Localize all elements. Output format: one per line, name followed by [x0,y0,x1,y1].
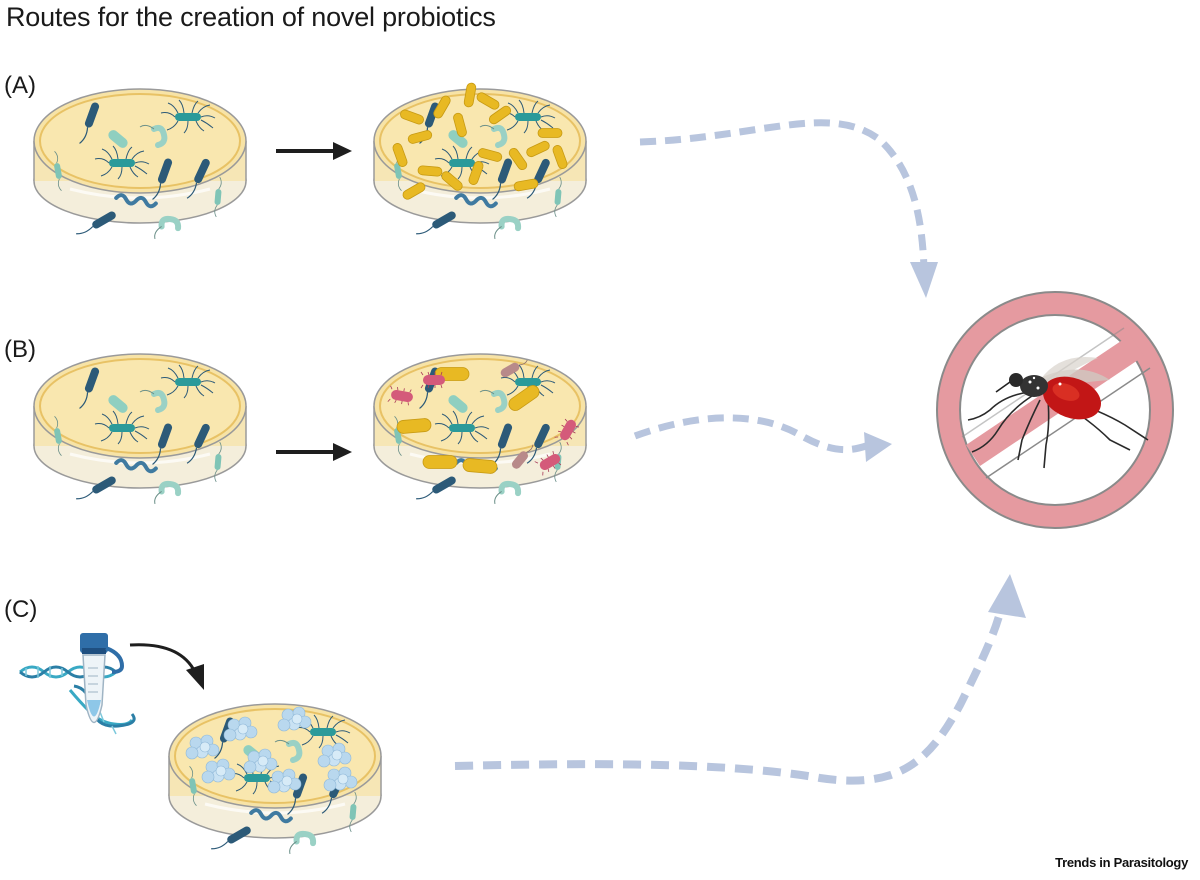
journal-credit: Trends in Parasitology [1055,855,1188,870]
figure-title: Routes for the creation of novel probiot… [6,2,496,32]
panel-b-dish-before [32,352,248,510]
curved-arrow-icon [129,643,204,690]
microtube-icon [80,633,125,724]
flow-arrow-b [633,414,892,462]
flow-arrow-a [639,119,938,298]
flow-arrow-c [454,574,1026,785]
panel-c-dish [167,702,383,860]
mosquito-icon [967,356,1149,469]
panel-b-arrow [276,443,352,461]
panel-b-dish-after [372,352,588,510]
panel-a-arrow [276,142,352,160]
panel-label-b: (B) [4,336,36,363]
panel-a-dish-after [372,82,588,245]
panel-a-dish-before [32,87,248,245]
panel-label-c: (C) [4,596,38,623]
dna-strand-icon [19,665,136,735]
panel-label-a: (A) [4,72,36,99]
